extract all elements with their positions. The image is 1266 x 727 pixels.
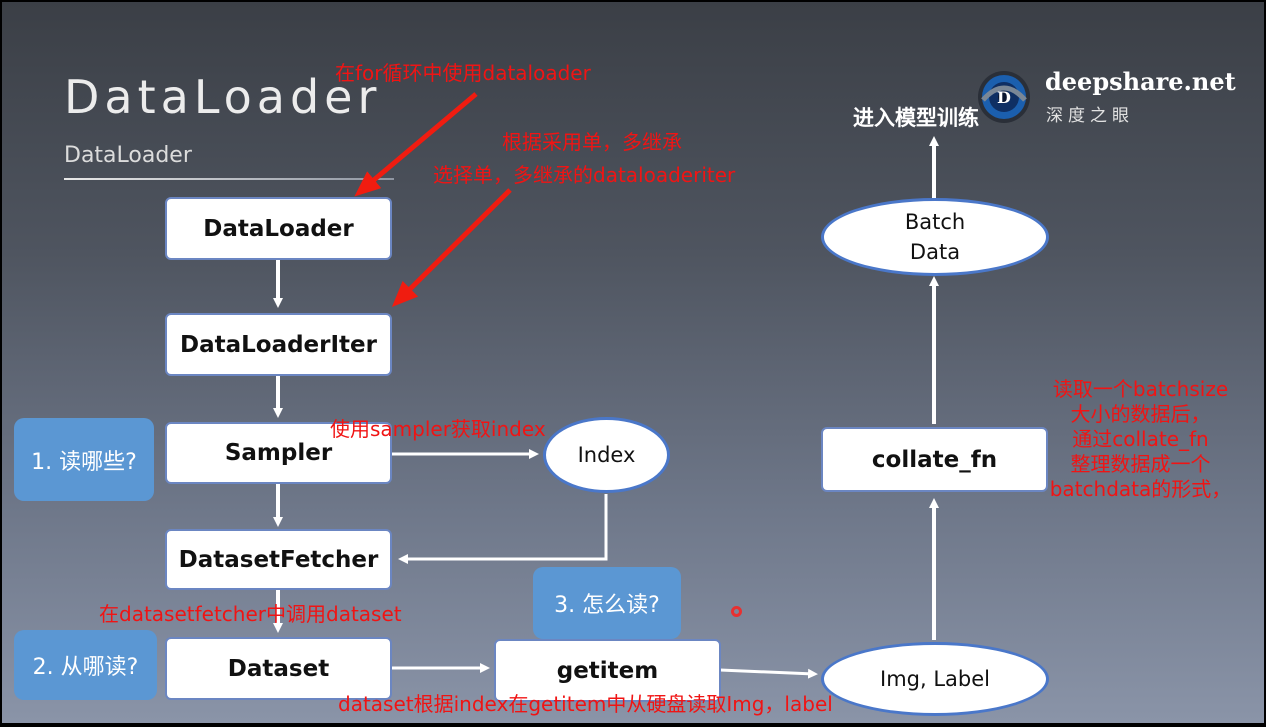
node-index: Index	[543, 417, 670, 493]
red-arrow-for-loop	[354, 92, 478, 197]
annotation-fetcher-call: 在datasetfetcher中调用dataset	[99, 602, 402, 626]
annotation-collate-line-2: 大小的数据后，	[1070, 402, 1211, 426]
node-dataloaderiter: DataLoaderIter	[165, 313, 392, 376]
red-arrow-iter	[391, 188, 512, 308]
annotation-sampler-index: 使用sampler获取index	[330, 417, 546, 441]
eye-logo-icon: D	[978, 71, 1030, 123]
question-what-to-read: 1. 读哪些?	[14, 418, 154, 501]
node-img-label: Img, Label	[821, 642, 1049, 716]
node-dataloader: DataLoader	[165, 197, 392, 260]
node-enter-model: 进入模型训练	[853, 106, 979, 130]
node-dataset: Dataset	[165, 637, 392, 700]
annotation-collate-line-1: 读取一个batchsize	[1052, 377, 1229, 401]
annotation-dataset-read: dataset根据index在getitem中从硬盘读取Img，label	[338, 692, 833, 716]
annotation-collate-line-3: 通过collate_fn	[1072, 427, 1209, 451]
subtitle-underline	[64, 178, 394, 180]
arrow-index-to-fetcher	[398, 494, 608, 564]
question-how-to-read: 3. 怎么读?	[533, 567, 681, 639]
annotation-collate-line-5: batchdata的形式，	[1049, 477, 1232, 501]
annotation-single-multi-2: 选择单，多继承的dataloaderiter	[433, 163, 736, 187]
svg-text:D: D	[997, 88, 1011, 107]
node-sampler: Sampler	[165, 422, 392, 484]
pointer-cursor-icon	[731, 606, 742, 617]
logo-name: deepshare.net	[1045, 67, 1236, 96]
batch-data-line-2: Data	[909, 240, 961, 264]
annotation-for-loop: 在for循环中使用dataloader	[335, 61, 591, 85]
arrow-getitem-to-imglabel	[719, 668, 818, 679]
node-datasetfetcher: DatasetFetcher	[165, 529, 392, 590]
node-batch-data: Batch Data	[821, 198, 1049, 276]
node-getitem: getitem	[494, 639, 721, 702]
slide-title: DataLoader	[64, 70, 382, 124]
slide-subtitle: DataLoader	[64, 143, 192, 168]
node-collate-fn: collate_fn	[821, 427, 1048, 492]
annotation-collate: 读取一个batchsize 大小的数据后， 通过collate_fn 整理数据成…	[1033, 377, 1248, 502]
annotation-single-multi-1: 根据采用单，多继承	[502, 130, 682, 154]
batch-data-line-1: Batch	[904, 209, 966, 234]
question-where-to-read: 2. 从哪读?	[14, 630, 157, 700]
logo-subname: 深度之眼	[1046, 106, 1134, 126]
annotation-collate-line-4: 整理数据成一个	[1070, 452, 1211, 476]
